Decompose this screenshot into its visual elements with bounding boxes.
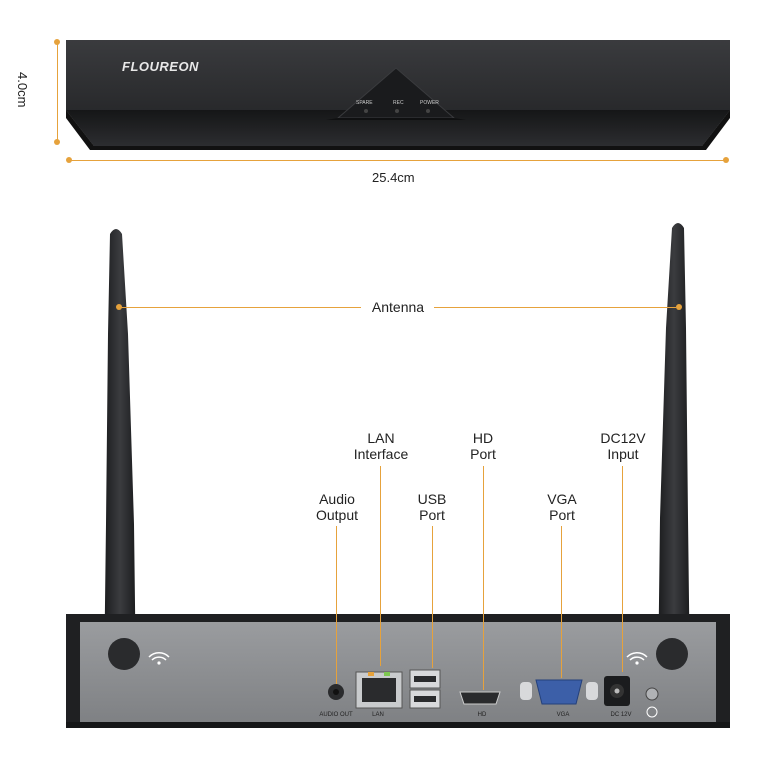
led-label-power: POWER [420, 100, 439, 106]
dc-leader [622, 466, 623, 672]
vga-port-callout: VGA Port [547, 491, 577, 523]
dc12v-input-callout: DC12V Input [600, 430, 646, 462]
vga-label: VGA [556, 712, 570, 718]
lan-leader [380, 466, 381, 666]
audio-leader [336, 526, 337, 684]
hd-leader [483, 466, 484, 690]
height-dimension-label: 4.0cm [15, 72, 30, 108]
usb-port-callout: USB Port [417, 491, 447, 523]
antenna-left-leader [121, 307, 361, 308]
audio-output-callout: Audio Output [315, 491, 359, 523]
lan-label: LAN [372, 712, 384, 718]
lan-interface-callout: LAN Interface [353, 430, 409, 462]
width-dimension-line [68, 160, 728, 161]
height-dimension-bottom-dot [54, 139, 60, 145]
nvr-rear-view [66, 614, 730, 728]
dc-label: DC 12V [610, 712, 632, 718]
antenna-right-dot [676, 304, 682, 310]
height-dimension-top-dot [54, 39, 60, 45]
vga-leader [561, 526, 562, 678]
hd-label: HD [477, 712, 487, 718]
nvr-front-view [66, 40, 730, 150]
antenna-callout: Antenna [371, 299, 425, 315]
width-dimension-left-dot [66, 157, 72, 163]
led-label-spare: SPARE [356, 100, 373, 106]
audio-out-label: AUDIO OUT [319, 712, 353, 718]
antenna-right-leader [434, 307, 676, 308]
usb-leader [432, 526, 433, 668]
right-antenna [658, 223, 690, 684]
width-dimension-label: 25.4cm [372, 170, 415, 185]
led-label-rec: REC [393, 100, 404, 106]
width-dimension-right-dot [723, 157, 729, 163]
brand-logo: FLOUREON [122, 59, 199, 74]
hd-port-callout: HD Port [470, 430, 496, 462]
left-antenna [104, 229, 136, 684]
antenna-left-dot [116, 304, 122, 310]
height-dimension-line [57, 42, 58, 142]
